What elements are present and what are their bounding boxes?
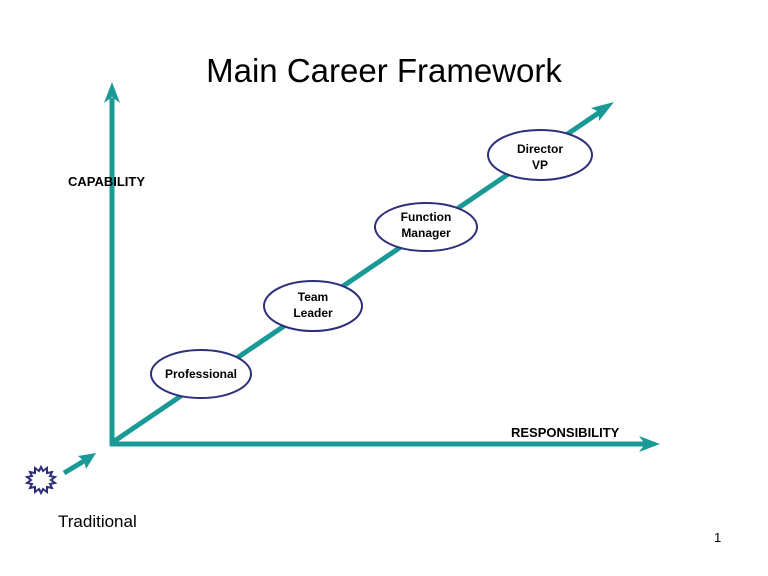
node-team-leader-ellipse	[263, 280, 363, 332]
node-team-leader-line1: Team	[297, 290, 329, 304]
node-team-leader: Team Leader	[263, 289, 363, 321]
legend-traditional-label: Traditional	[58, 512, 137, 531]
starburst-icon	[24, 464, 58, 496]
responsibility-axis-label: RESPONSIBILITY	[511, 425, 620, 440]
node-director-vp-ellipse	[487, 129, 593, 181]
capability-axis-label: CAPABILITY	[68, 174, 146, 189]
node-team-leader-line2: Leader	[293, 306, 333, 320]
page-number: 1	[714, 530, 722, 545]
capability-axis-arrow	[104, 82, 120, 446]
node-director-vp-line1: Director	[516, 142, 563, 156]
node-professional-ellipse	[150, 349, 252, 399]
slide-title: Main Career Framework	[206, 52, 562, 89]
node-professional-label: Professional	[164, 367, 238, 381]
node-director-vp: Director VP	[488, 141, 592, 173]
responsibility-axis-arrow	[110, 436, 660, 452]
node-director-vp-line2: VP	[531, 158, 548, 172]
legend-arrow-icon	[62, 453, 96, 476]
node-function-manager: Function Manager	[375, 209, 477, 241]
node-function-manager-ellipse	[374, 202, 478, 252]
node-function-manager-line1: Function	[400, 210, 452, 224]
node-function-manager-line2: Manager	[401, 226, 451, 240]
node-professional: Professional	[151, 366, 251, 382]
